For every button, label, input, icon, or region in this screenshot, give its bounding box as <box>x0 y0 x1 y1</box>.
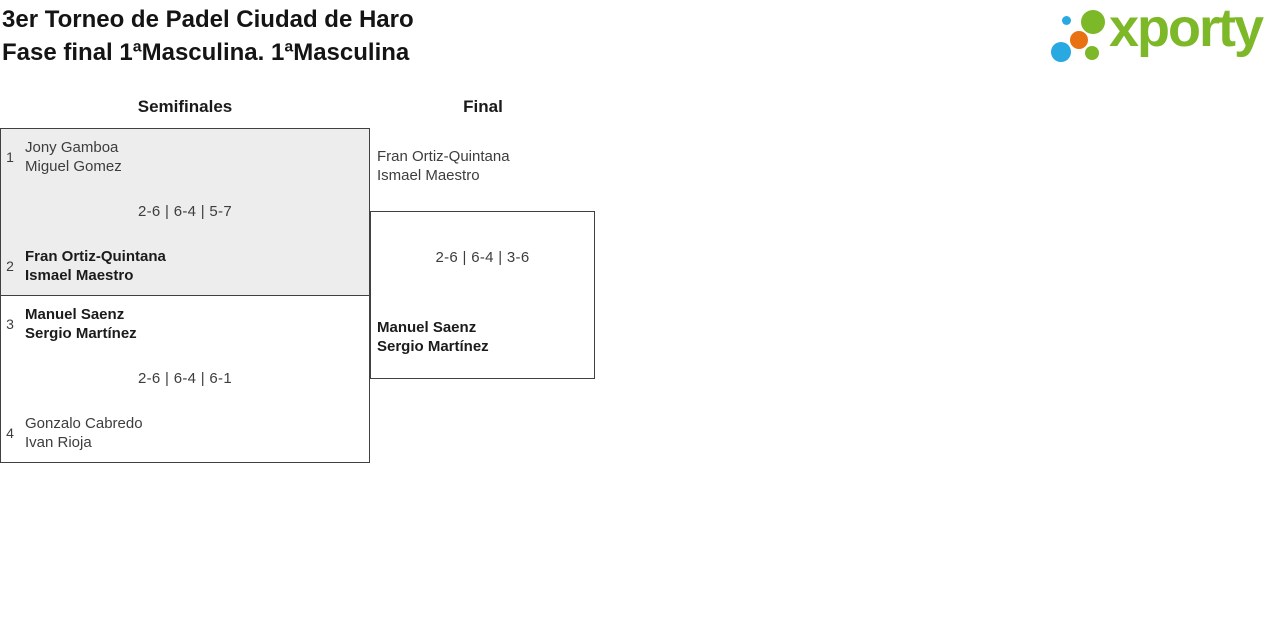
logo-dot-icon <box>1070 31 1088 49</box>
match-score: 2-6 | 6-4 | 5-7 <box>137 203 232 220</box>
page-subtitle: Fase final 1ªMasculina. 1ªMasculina <box>2 39 410 66</box>
team-name: Ismael Maestro <box>377 167 480 184</box>
round-label-semifinales: Semifinales <box>137 97 233 116</box>
team-name: Sergio Martínez <box>377 338 489 355</box>
match-score: 2-6 | 6-4 | 6-1 <box>137 370 232 387</box>
seed-number: 1 <box>6 149 14 165</box>
seed-number: 4 <box>6 425 14 441</box>
logo-dot-icon <box>1062 16 1071 25</box>
team-name: Fran Ortiz-Quintana <box>377 148 510 165</box>
final-match: 2-6 | 6-4 | 3-6 <box>370 211 595 379</box>
team-name: Jony Gamboa <box>25 139 119 156</box>
team-name: Miguel Gomez <box>25 158 122 175</box>
logo-dot-icon <box>1085 46 1099 60</box>
seed-number: 2 <box>6 258 14 274</box>
final-winner: Manuel Saenz Sergio Martínez <box>377 318 489 356</box>
semifinal-2-match: 3 Manuel Saenz Sergio Martínez 2-6 | 6-4… <box>0 295 370 463</box>
team-row: 1 Jony Gamboa Miguel Gomez <box>2 138 368 176</box>
match-score: 2-6 | 6-4 | 3-6 <box>435 249 530 266</box>
team-names: Manuel Saenz Sergio Martínez <box>25 305 137 343</box>
team-names: Jony Gamboa Miguel Gomez <box>25 138 122 176</box>
logo-wordmark: xporty <box>1109 0 1264 58</box>
team-names: Fran Ortiz-Quintana Ismael Maestro <box>25 247 166 285</box>
team-names: Gonzalo Cabredo Ivan Rioja <box>25 414 143 452</box>
final-team-top: Fran Ortiz-Quintana Ismael Maestro <box>377 147 510 185</box>
team-row: 4 Gonzalo Cabredo Ivan Rioja <box>2 414 368 452</box>
semifinal-1-match: 1 Jony Gamboa Miguel Gomez 2-6 | 6-4 | 5… <box>0 128 370 296</box>
page-title: 3er Torneo de Padel Ciudad de Haro <box>2 6 414 33</box>
team-name: Ismael Maestro <box>25 267 134 284</box>
logo-dot-icon <box>1051 42 1071 62</box>
team-row: 2 Fran Ortiz-Quintana Ismael Maestro <box>2 247 368 285</box>
xporty-logo[interactable]: xporty <box>1045 0 1280 75</box>
team-name: Fran Ortiz-Quintana <box>25 248 166 265</box>
team-row: 3 Manuel Saenz Sergio Martínez <box>2 305 368 343</box>
round-label-final: Final <box>463 97 503 116</box>
page-header: 3er Torneo de Padel Ciudad de Haro Fase … <box>2 3 414 69</box>
team-name: Manuel Saenz <box>25 306 125 323</box>
seed-number: 3 <box>6 316 14 332</box>
team-name: Ivan Rioja <box>25 434 92 451</box>
team-name: Manuel Saenz <box>377 319 477 336</box>
team-name: Sergio Martínez <box>25 325 137 342</box>
team-name: Gonzalo Cabredo <box>25 415 143 432</box>
logo-dot-icon <box>1081 10 1105 34</box>
